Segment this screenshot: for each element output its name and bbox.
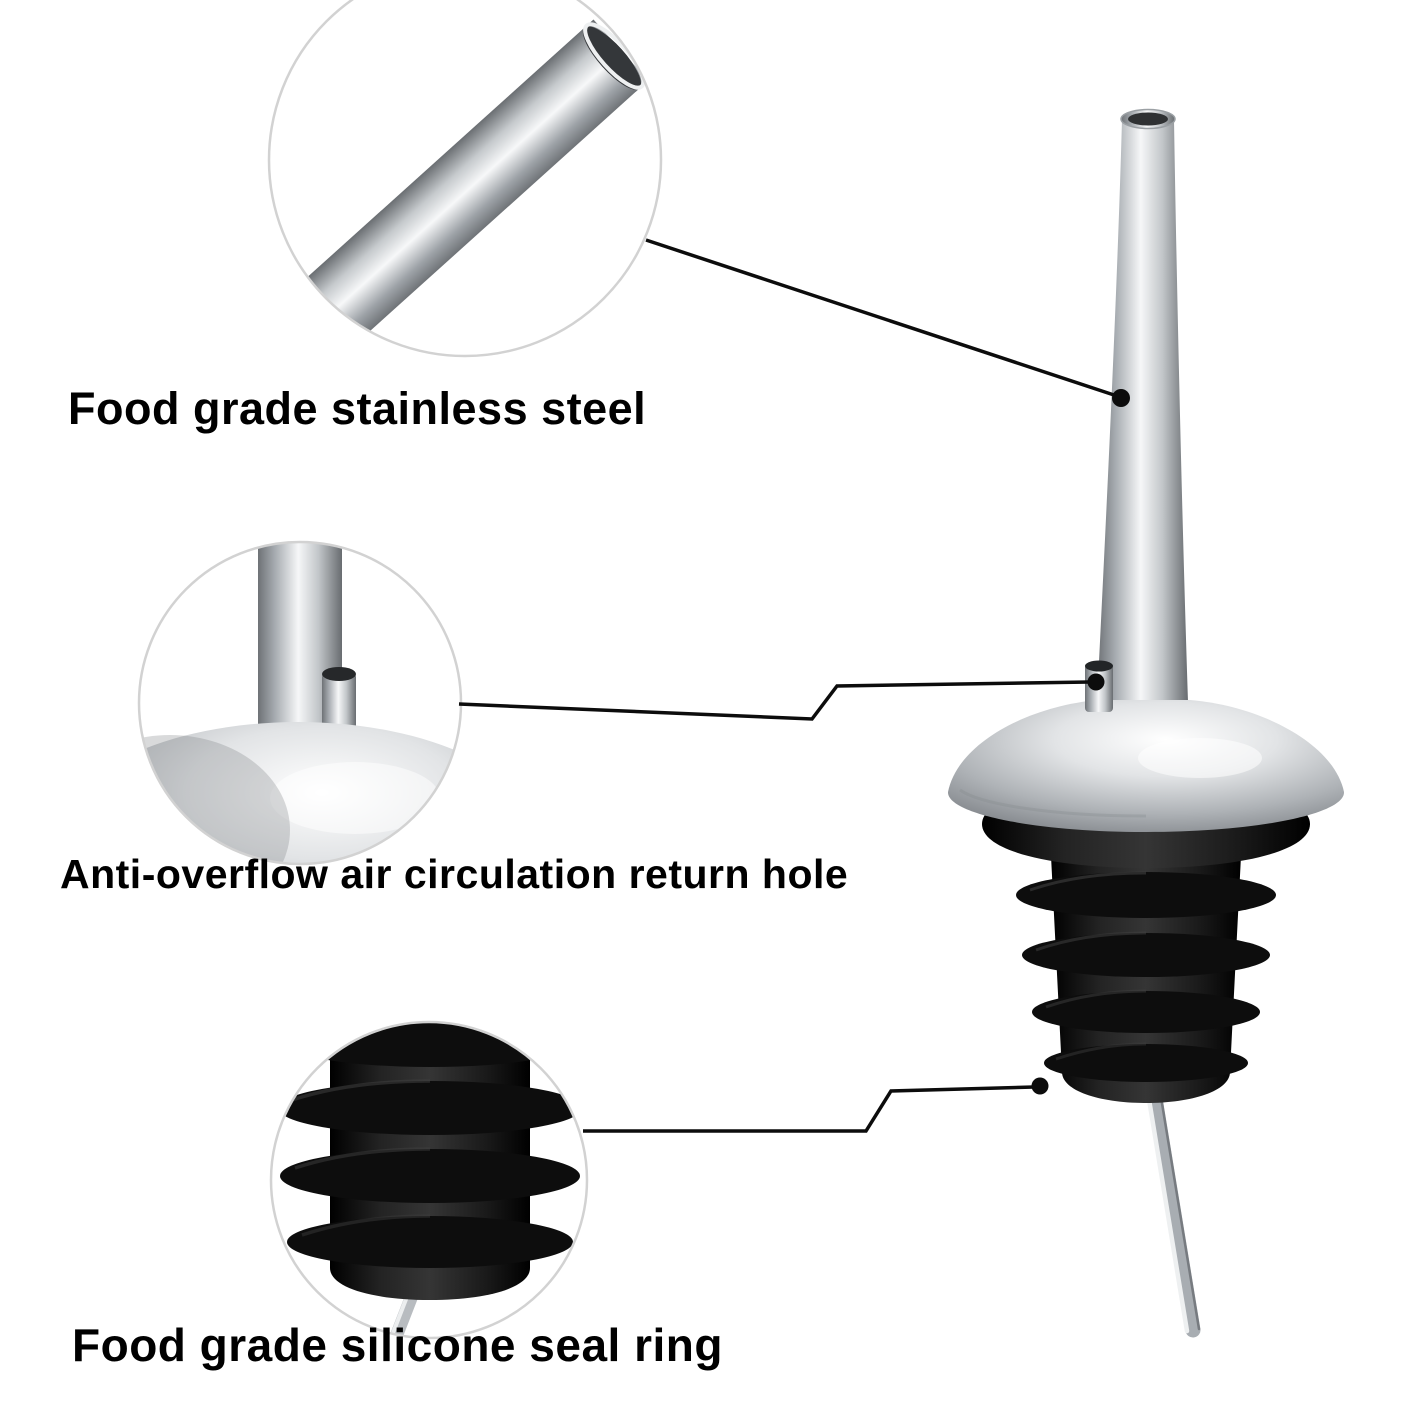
silicone-stopper — [1016, 856, 1276, 1103]
callout-line-seal-ring — [583, 1085, 1035, 1133]
spout-tube — [1097, 120, 1188, 702]
spout-opening — [1120, 108, 1176, 130]
callout-lines — [458, 238, 1118, 1133]
label-air-return-hole: Anti-overflow air circulation return hol… — [60, 851, 849, 897]
steel-dome-base — [947, 700, 1345, 832]
pour-spout-product — [947, 108, 1345, 1338]
callout-circle-steel — [267, 0, 663, 358]
callout-dot-seal-ring — [1031, 1077, 1049, 1095]
callout-line-air-hole — [458, 680, 1091, 721]
label-stainless-steel: Food grade stainless steel — [68, 383, 647, 434]
callout-dot-steel — [1112, 389, 1130, 407]
label-silicone-seal-ring: Food grade silicone seal ring — [72, 1319, 723, 1371]
callout-line-steel — [645, 238, 1118, 398]
callout-dot-air-hole — [1087, 673, 1105, 691]
callout-circle-seal-ring — [269, 1020, 589, 1340]
callout-dots — [1031, 389, 1130, 1095]
pour-spout-drain-tube — [1143, 1072, 1201, 1338]
